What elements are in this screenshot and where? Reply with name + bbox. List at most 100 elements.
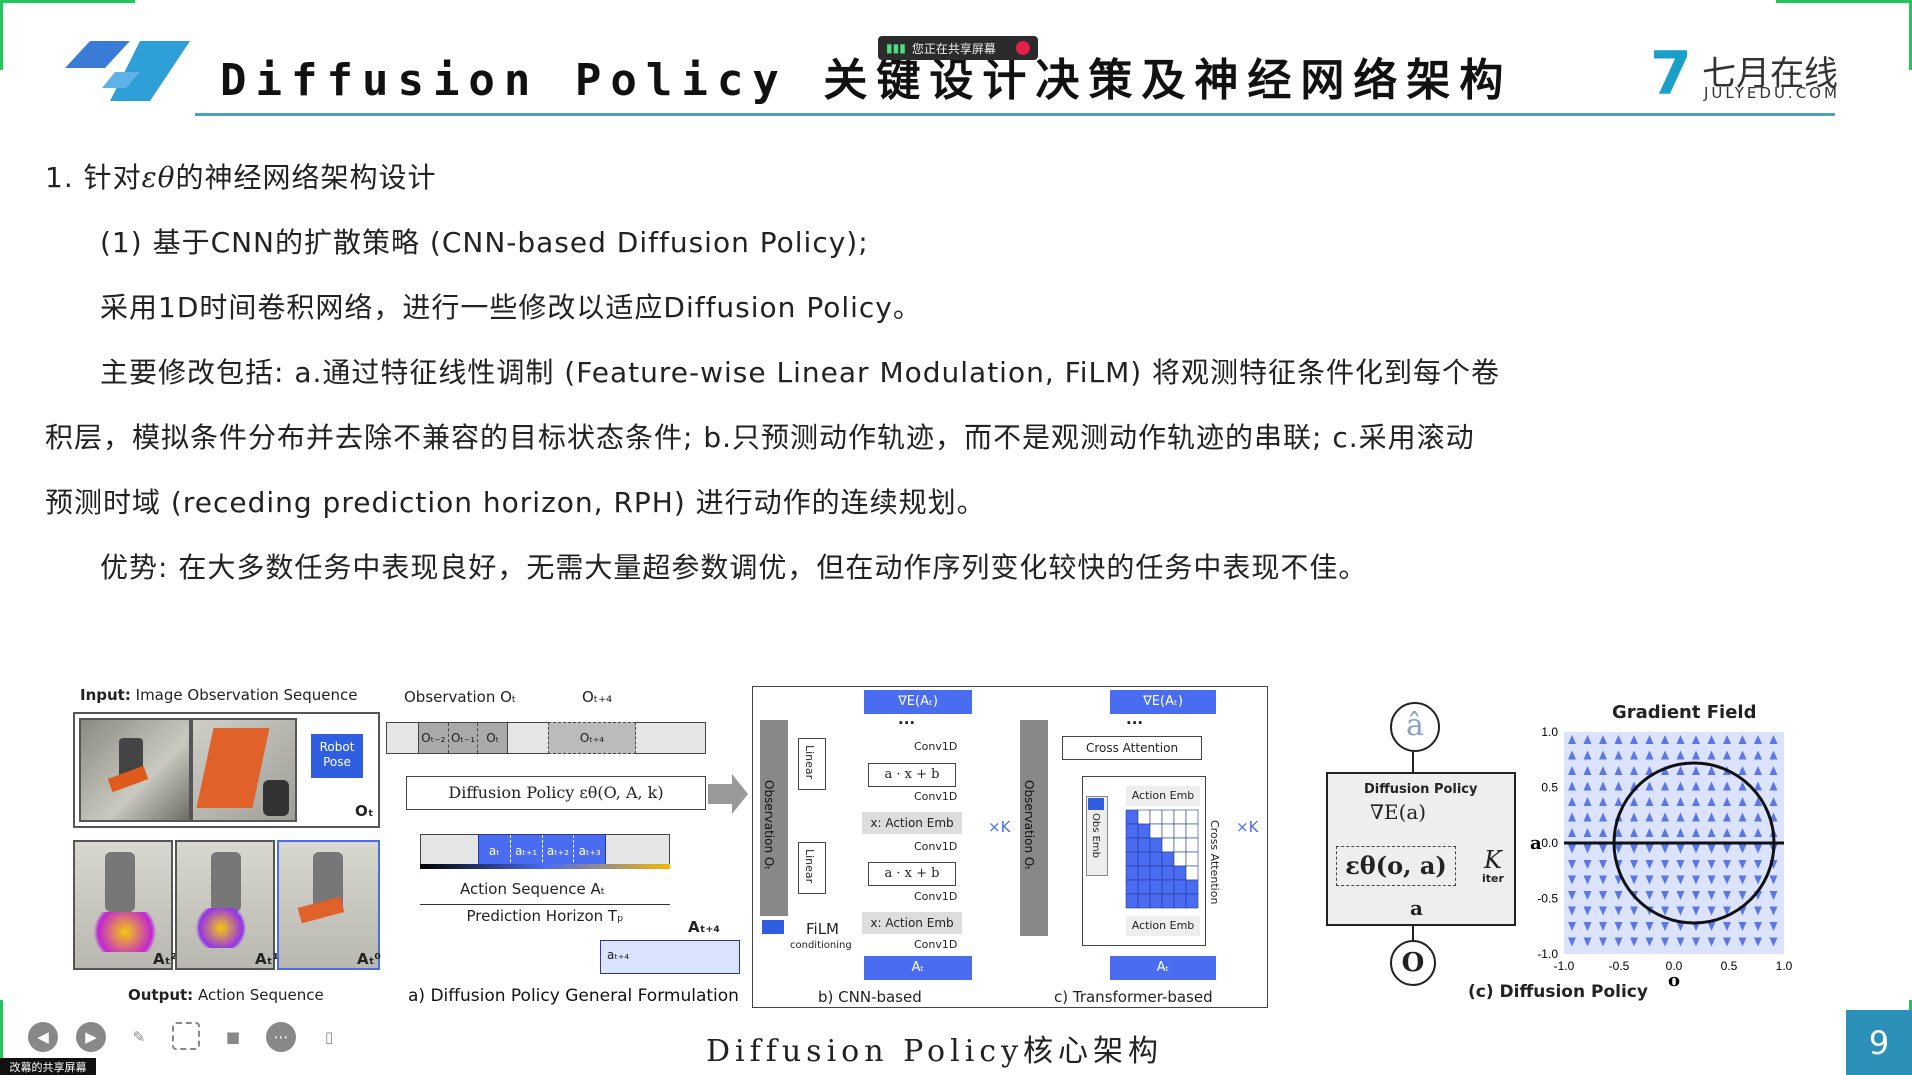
field-arrow	[1599, 875, 1607, 885]
phone-icon[interactable]: ▯	[324, 1028, 334, 1046]
camera-icon[interactable]: ■	[225, 1028, 241, 1046]
attention-cell	[1161, 823, 1175, 839]
arrow-line	[1412, 752, 1414, 772]
field-arrow	[1723, 891, 1731, 900]
field-arrow	[1676, 812, 1685, 822]
y-axis-label: a	[1530, 833, 1542, 854]
action-image: Aₜ⁰	[277, 840, 381, 970]
observation-column	[1020, 720, 1048, 936]
field-arrow	[1661, 781, 1669, 791]
header-divider	[195, 113, 1835, 116]
field-arrow	[1723, 750, 1731, 760]
attention-cell	[1125, 837, 1139, 853]
action-block: aₜ aₜ₊₁ aₜ₊₂ aₜ₊₃	[478, 834, 606, 868]
field-arrow	[1707, 828, 1716, 837]
prev-icon[interactable]: ◀	[28, 1022, 58, 1052]
field-arrow	[1583, 797, 1592, 806]
a-t4-label: Aₜ₊₄	[688, 918, 720, 936]
field-arrow	[1769, 875, 1778, 885]
field-arrow	[1583, 875, 1592, 885]
attention-cell	[1137, 823, 1151, 839]
field-arrow	[1661, 906, 1669, 916]
field-arrow	[1614, 906, 1623, 916]
action-input-block: Aₜ	[864, 956, 972, 980]
field-arrow	[1614, 735, 1623, 744]
field-arrow	[1692, 937, 1700, 947]
field-arrow	[1738, 735, 1747, 744]
signal-icon: ▮▮▮	[886, 41, 906, 55]
more-icon[interactable]: ⋯	[266, 1022, 296, 1052]
field-arrow	[1769, 781, 1778, 791]
observation-image	[79, 718, 191, 822]
stop-share-icon[interactable]	[1016, 41, 1030, 55]
field-arrow	[1630, 922, 1638, 931]
field-arrow	[1568, 875, 1576, 885]
field-arrow	[1769, 906, 1778, 916]
screenshot-icon[interactable]	[172, 1022, 200, 1050]
field-arrow	[1661, 891, 1669, 900]
observation-column	[760, 720, 788, 916]
field-arrow	[1599, 750, 1607, 760]
field-arrow	[1661, 844, 1669, 854]
obs-emb-swatch	[1088, 798, 1104, 810]
field-arrow	[1568, 735, 1576, 744]
grad-e-block: ∇E(Aₜ)	[864, 690, 972, 714]
field-arrow	[1692, 891, 1700, 900]
field-arrow	[1645, 766, 1654, 775]
input-label: Input: Image Observation Sequence	[80, 686, 358, 704]
corner-mark-bl	[0, 1000, 3, 1075]
field-arrow	[1754, 797, 1762, 806]
field-arrow	[1692, 875, 1700, 885]
field-arrow	[1630, 844, 1638, 854]
attention-cell	[1161, 809, 1175, 825]
field-arrow	[1630, 735, 1638, 744]
field-arrow	[1769, 750, 1778, 760]
field-arrow	[1723, 781, 1731, 791]
field-arrow	[1707, 891, 1716, 900]
field-arrow	[1599, 812, 1607, 822]
transformer-block	[1082, 776, 1206, 946]
caption-cnn: b) CNN-based	[818, 988, 922, 1006]
screen-share-indicator[interactable]: ▮▮▮ 您正在共享屏幕	[878, 36, 1038, 60]
attention-cell	[1125, 809, 1139, 825]
x-tick-label: 1.0	[1776, 959, 1793, 973]
field-arrow	[1599, 937, 1607, 947]
field-arrow	[1707, 797, 1716, 806]
attention-cell	[1125, 879, 1139, 895]
attention-cell	[1185, 851, 1199, 867]
action-emb-block: x: Action Emb	[862, 812, 962, 834]
prediction-horizon: Prediction Horizon Tₚ	[420, 904, 670, 925]
next-icon[interactable]: ▶	[76, 1022, 106, 1052]
field-arrow	[1754, 875, 1762, 885]
dp-box	[1326, 772, 1516, 926]
brand-en: JULYEDU.COM	[1704, 84, 1840, 102]
field-arrow	[1754, 844, 1762, 854]
cross-attention-block: Cross Attention	[1062, 736, 1202, 760]
field-arrow	[1645, 750, 1654, 760]
grad-e-block: ∇E(Aₜ)	[1110, 690, 1216, 714]
attention-cell	[1173, 865, 1187, 881]
field-arrow	[1676, 828, 1685, 837]
field-arrow	[1614, 922, 1623, 931]
field-arrow	[1614, 828, 1623, 837]
pen-icon[interactable]: ✎	[132, 1028, 146, 1046]
field-arrow	[1661, 735, 1669, 744]
field-arrow	[1614, 797, 1623, 806]
field-arrow	[1738, 750, 1747, 760]
affine-block: a · x + b	[868, 862, 956, 886]
field-arrow	[1723, 922, 1731, 931]
field-arrow	[1599, 891, 1607, 900]
attention-cell	[1185, 823, 1199, 839]
field-arrow	[1692, 781, 1700, 791]
heading-suffix: 的神经网络架构设计	[175, 161, 437, 194]
field-arrow	[1692, 766, 1700, 775]
field-arrow	[1568, 781, 1576, 791]
x-tick-label: 0.0	[1666, 959, 1683, 973]
field-arrow	[1754, 860, 1762, 869]
robot-pose-block: Robot Pose	[311, 734, 363, 778]
field-arrow	[1568, 937, 1576, 947]
field-arrow	[1630, 860, 1638, 869]
field-arrow	[1568, 906, 1576, 916]
affine-block: a · x + b	[868, 763, 956, 787]
field-arrow	[1723, 812, 1731, 822]
